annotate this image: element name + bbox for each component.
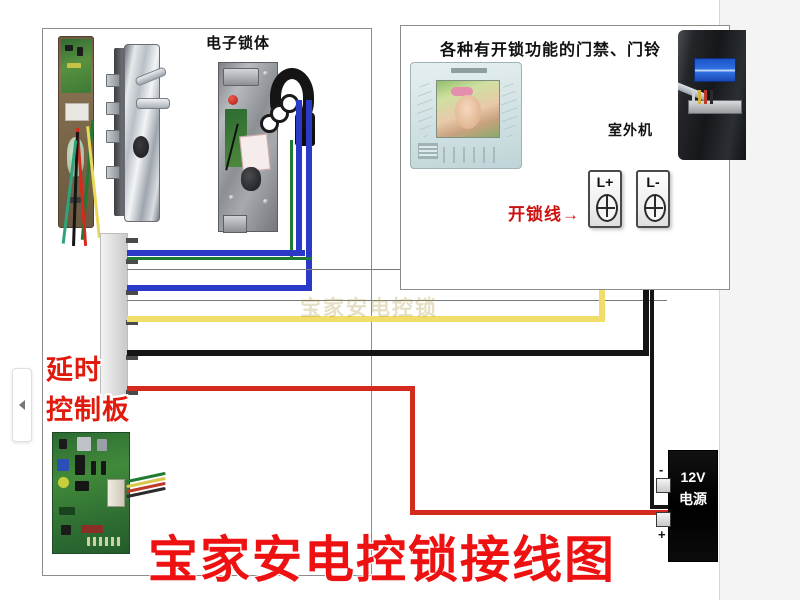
- station-wire-yellow: [698, 90, 701, 104]
- wire-black-to-psu-negative: [650, 505, 672, 509]
- monitor-button-row-1[interactable]: [443, 147, 501, 155]
- reader-chip-2: [77, 47, 83, 56]
- monitor-flourish-right: [501, 79, 517, 137]
- terminal-l-plus-label: L+: [596, 174, 614, 190]
- lock-bolt-1: [106, 74, 120, 87]
- terminal-pin-1: [126, 238, 138, 243]
- chrome-lock-faceplate: [106, 40, 170, 225]
- conduit-tube: [270, 68, 314, 126]
- terminal-pin-5: [126, 355, 138, 360]
- delay-board-label-line2: 控制板: [46, 395, 130, 425]
- psu-label: 电源: [679, 491, 707, 507]
- terminal-pin-3: [126, 290, 138, 295]
- armored-cable-conduit: [260, 68, 322, 150]
- monitor-screen: [436, 80, 500, 138]
- wire-red-vertical: [410, 386, 415, 514]
- terminal-l-minus[interactable]: L-: [636, 170, 670, 228]
- video-doorphone-monitor: [410, 62, 522, 169]
- wire-red-upper-run: [127, 386, 415, 391]
- unlock-wire-label: 开锁线→: [508, 205, 580, 224]
- wire-grey-run-2: [127, 300, 667, 301]
- lock-panel-heading: 电子锁体: [206, 35, 271, 52]
- monitor-image-bow: [451, 87, 473, 96]
- psu-negative-sign: -: [659, 462, 664, 477]
- wire-blue-top-run: [127, 250, 305, 256]
- psu-positive-terminal[interactable]: [656, 512, 671, 527]
- pcb-comp-4: [101, 461, 106, 475]
- mortise-latch: [223, 215, 247, 233]
- chevron-left-icon: [19, 400, 25, 410]
- monitor-flourish-left: [417, 79, 433, 137]
- lock-bolt-3: [106, 130, 120, 143]
- carousel-prev-button[interactable]: [12, 368, 32, 442]
- delay-control-pcb: [52, 432, 130, 554]
- lock-mortise-body: [218, 62, 278, 233]
- mortise-motor: [241, 167, 261, 191]
- station-terminal-strip: [688, 100, 742, 114]
- terminal-l-minus-label: L-: [646, 174, 660, 190]
- reader-sticker: [65, 103, 89, 121]
- power-supply-12v: 12V 电源: [668, 450, 718, 562]
- reader-chip-1: [65, 45, 73, 51]
- access-panel-heading: 各种有开锁功能的门禁、门铃: [440, 42, 662, 59]
- monitor-button-row-2[interactable]: [443, 155, 501, 163]
- lock-blue-wire-a: [296, 100, 302, 255]
- lock-bolt-4: [106, 166, 120, 179]
- pcb-comp-relay: [77, 437, 91, 451]
- lock-front-plate: [124, 44, 160, 222]
- terminal-l-plus-screw[interactable]: [596, 194, 618, 222]
- station-wire-white: [692, 90, 695, 104]
- terminal-pin-6: [126, 390, 138, 395]
- terminal-pin-2: [126, 259, 138, 264]
- station-wire-red: [704, 90, 707, 104]
- pcb-cap-2: [61, 525, 71, 535]
- mortise-red-button: [228, 95, 238, 105]
- pcb-comp-2: [97, 439, 107, 451]
- diagram-title: 宝家安电控锁接线图: [148, 532, 616, 588]
- pcb-ic: [75, 481, 89, 491]
- monitor-image-face: [455, 95, 481, 129]
- lock-keyhole: [133, 136, 149, 158]
- pcb-trimpot: [57, 459, 69, 471]
- psu-negative-terminal[interactable]: [656, 478, 671, 493]
- psu-positive-sign: +: [658, 527, 666, 542]
- mortise-bolt-slot: [223, 68, 259, 86]
- wire-black-horizontal: [127, 350, 649, 356]
- pcb-comp-6: [81, 525, 103, 533]
- lock-bolt-2: [106, 102, 120, 115]
- wire-yellow-horizontal: [127, 316, 605, 322]
- lock-handle: [136, 98, 170, 109]
- station-lcd-screen: [694, 58, 736, 82]
- mortise-screw-3: [229, 195, 234, 200]
- station-wire-black: [710, 90, 713, 104]
- wire-black-vertical-psu: [650, 204, 654, 509]
- terminal-l-plus[interactable]: L+: [588, 170, 622, 228]
- mortise-screw-1: [263, 71, 268, 76]
- pcb-header: [87, 537, 121, 546]
- terminal-l-minus-screw[interactable]: [644, 194, 666, 222]
- wire-green-top-run: [127, 257, 312, 260]
- pcb-cap-1: [58, 477, 69, 488]
- monitor-brand-logo: [451, 68, 487, 73]
- pcb-output-connector: [107, 479, 125, 507]
- pcb-comp-5: [59, 507, 75, 515]
- reader-chip-3: [67, 63, 81, 68]
- lock-blue-wire-b: [306, 100, 312, 285]
- psu-voltage-label: 12V: [680, 469, 706, 485]
- lock-green-wire-drop: [290, 140, 293, 260]
- pcb-comp-1: [59, 439, 67, 449]
- outdoor-unit-label: 室外机: [608, 122, 653, 138]
- wire-blue-second-run: [127, 285, 312, 291]
- pcb-comp-3: [91, 461, 96, 475]
- delay-board-terminal-strip: [100, 233, 128, 413]
- canvas-right-edge-line: [719, 0, 720, 600]
- pcb-regulator: [75, 455, 85, 475]
- wire-red-lower-run: [410, 510, 670, 515]
- delay-board-label-line1: 延时: [46, 355, 102, 385]
- mortise-screw-4: [263, 199, 268, 204]
- terminal-pin-4: [126, 320, 138, 325]
- outdoor-door-station: [678, 30, 746, 160]
- monitor-speaker-grille: [418, 143, 438, 159]
